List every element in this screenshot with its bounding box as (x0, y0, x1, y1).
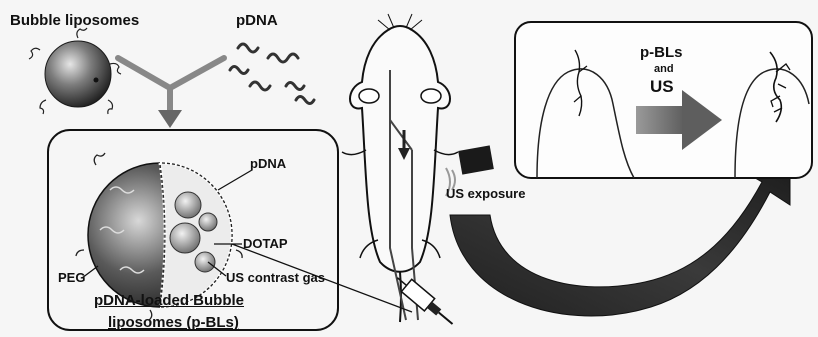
peg-label: PEG (58, 270, 85, 285)
merge-arrow (118, 58, 224, 128)
result-and-label: and (654, 63, 674, 75)
pbls-title-line1: pDNA-loaded Bubble (94, 292, 244, 309)
dotap-label: DOTAP (243, 236, 288, 251)
pdna-top-label: pDNA (236, 12, 278, 29)
us-exposure-label: US exposure (446, 186, 525, 201)
us-contrast-gas-label: US contrast gas (226, 270, 325, 285)
bubble-liposome-sphere (29, 28, 121, 114)
pbls-title-line2: liposomes (p-BLs) (108, 314, 239, 331)
pdna-inset-label: pDNA (250, 156, 286, 171)
result-us-label: US (650, 77, 674, 97)
bubble-liposomes-label: Bubble liposomes (10, 12, 139, 29)
result-pbls-label: p-BLs (640, 44, 683, 61)
pdna-strands (230, 44, 314, 104)
